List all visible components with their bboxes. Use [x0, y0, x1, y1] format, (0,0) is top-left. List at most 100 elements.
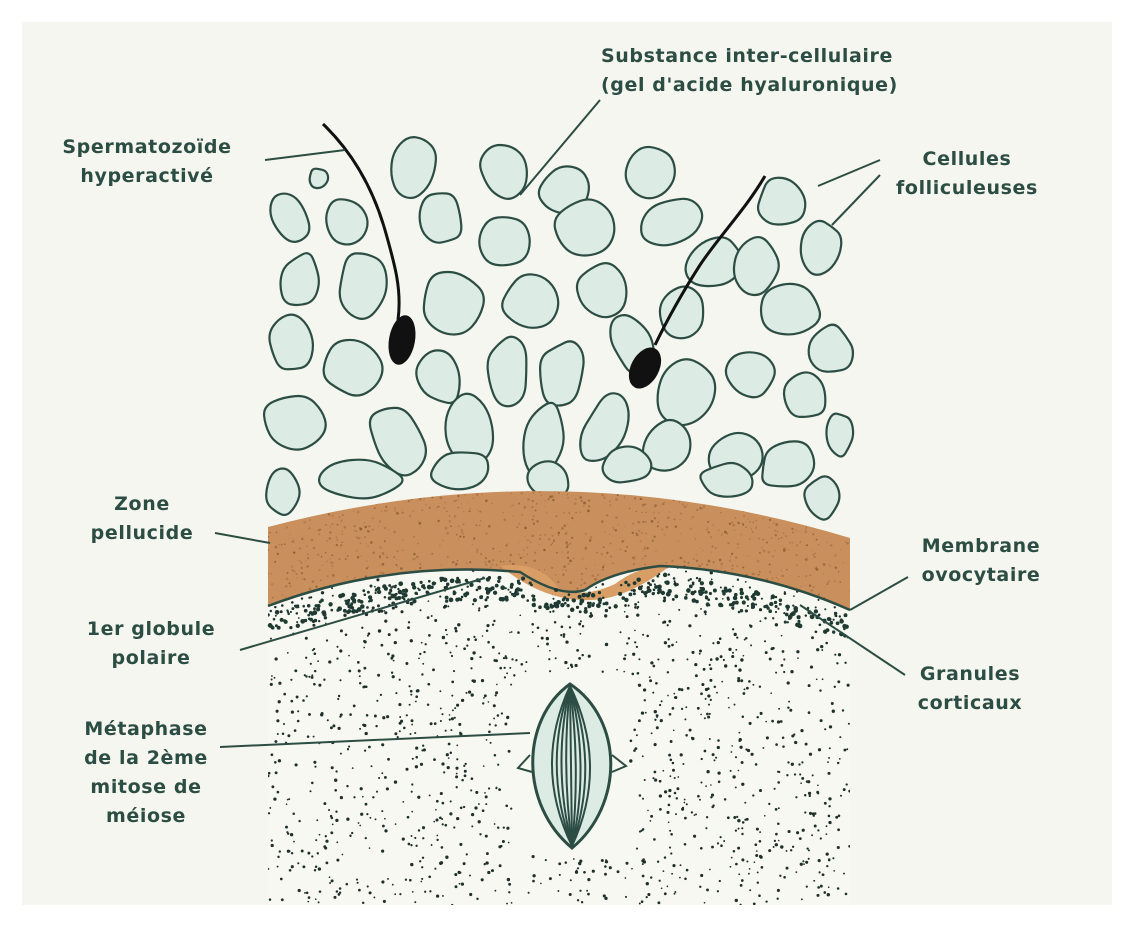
zona-speckle [558, 492, 560, 494]
cytoplasm-dot [361, 901, 365, 905]
follicular-cell [526, 460, 570, 500]
cytoplasm-dot [308, 596, 311, 599]
cytoplasm-dot [576, 899, 580, 902]
cytoplasm-dot [796, 831, 799, 834]
cytoplasm-dot [700, 873, 704, 878]
zona-speckle [581, 557, 584, 560]
cytoplasm-dot [382, 899, 386, 903]
cytoplasm-dot [410, 790, 413, 793]
cytoplasm-dot [775, 671, 778, 674]
cytoplasm-dot [817, 748, 822, 752]
cytoplasm-dot [841, 709, 845, 712]
cortical-granule [646, 588, 651, 593]
zona-speckle [587, 509, 590, 513]
zona-speckle [603, 496, 606, 499]
cytoplasm-dot [419, 609, 422, 612]
cytoplasm-dot [768, 849, 772, 853]
zona-speckle [491, 502, 493, 505]
follicular-cell [479, 143, 528, 200]
zona-speckle [662, 502, 665, 506]
cytoplasm-dot [400, 610, 404, 614]
label-zone: Zone pellucide [75, 490, 209, 548]
cytoplasm-dot [754, 763, 758, 766]
cytoplasm-dot [320, 713, 324, 717]
cytoplasm-dot [699, 798, 701, 801]
cytoplasm-dot [409, 878, 412, 882]
zona-speckle [355, 530, 357, 532]
cytoplasm-dot [673, 892, 676, 895]
zona-speckle [695, 559, 699, 563]
cortical-granule [320, 598, 324, 603]
cytoplasm-dot [451, 694, 454, 697]
cytoplasm-dot [290, 678, 293, 681]
zona-speckle [307, 557, 310, 560]
cortical-granule [755, 591, 761, 596]
zona-speckle [569, 559, 572, 563]
cytoplasm-dot [821, 649, 824, 651]
cytoplasm-dot [827, 886, 830, 889]
sperm-right-tail [653, 175, 767, 346]
follicular-cell [807, 323, 855, 373]
cytoplasm-dot [558, 862, 562, 866]
cytoplasm-dot [693, 834, 697, 838]
cytoplasm-dot [325, 861, 329, 865]
cytoplasm-dot [373, 896, 376, 899]
zona-speckle [431, 496, 434, 499]
cytoplasm-dot [394, 732, 398, 736]
cytoplasm-dot [428, 634, 431, 637]
zona-speckle [458, 499, 460, 501]
cytoplasm-dot [302, 699, 305, 702]
sperm-right-head [628, 347, 662, 389]
zona-speckle [451, 561, 455, 564]
cortical-granule [778, 598, 783, 602]
cytoplasm-dot [758, 788, 763, 793]
cytoplasm-dot [381, 849, 385, 853]
cytoplasm-dot [632, 588, 636, 593]
cytoplasm-dot [641, 828, 645, 831]
cytoplasm-dot [708, 738, 711, 740]
zona-speckle [580, 578, 583, 581]
zona-speckle [737, 546, 740, 549]
cytoplasm-dot [786, 774, 789, 777]
cytoplasm-dot [808, 811, 813, 815]
cytoplasm-dot [387, 877, 389, 880]
zona-speckle [645, 532, 647, 535]
cytoplasm-dot [415, 746, 419, 750]
zona-speckle [720, 534, 723, 536]
cortical-granule [786, 608, 789, 612]
cytoplasm-dot [799, 773, 802, 776]
cytoplasm-dot [335, 770, 338, 773]
zona-speckle [524, 536, 526, 538]
cytoplasm-dot [531, 631, 534, 634]
cytoplasm-dot [795, 796, 798, 799]
zona-speckle [285, 577, 289, 581]
leader-cellules-2 [831, 174, 881, 226]
cytoplasm-dot [801, 828, 805, 832]
zona-speckle [555, 515, 558, 518]
cytoplasm-dot [382, 716, 386, 720]
zona-speckle [524, 561, 527, 564]
cytoplasm-dot [482, 702, 485, 705]
cytoplasm-dot [390, 671, 394, 674]
cytoplasm-dot [735, 648, 738, 651]
zona-speckle [673, 518, 676, 521]
cytoplasm-dot [560, 633, 563, 637]
zona-speckle [457, 494, 460, 497]
zona-speckle [407, 499, 411, 503]
cytoplasm-dot [624, 877, 627, 879]
cytoplasm-dot [313, 868, 317, 872]
zona-speckle [755, 526, 757, 528]
zona-speckle [448, 515, 451, 517]
zona-speckle [409, 514, 412, 518]
cortical-granule [658, 573, 661, 576]
zona-speckle [550, 566, 554, 570]
zona-speckle [757, 573, 760, 576]
cytoplasm-dot [564, 861, 568, 864]
cortical-granule [829, 621, 833, 625]
cytoplasm-dot [844, 892, 848, 896]
zona-speckle [777, 581, 779, 583]
zona-speckle [520, 491, 524, 495]
cytoplasm-dot [421, 826, 426, 830]
cytoplasm-dot [717, 771, 721, 775]
zona-speckle [510, 506, 512, 508]
